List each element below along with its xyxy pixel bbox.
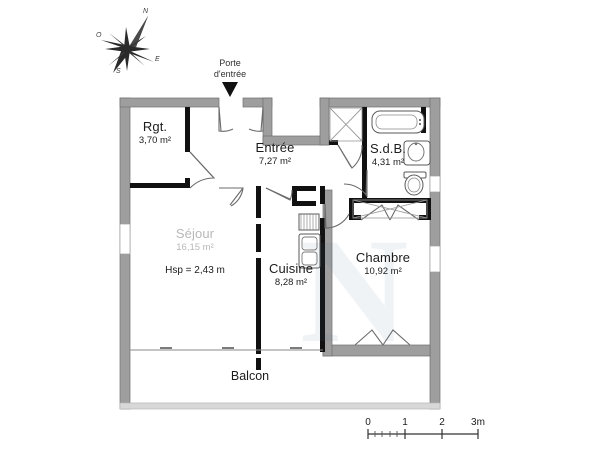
interior-partitions [130, 107, 431, 370]
closet-symbols [329, 107, 428, 219]
structural-walls [119, 97, 441, 410]
kitchen-sink-icon [298, 233, 321, 269]
compass-west-label: O [96, 32, 102, 39]
bathroom-fixtures [371, 110, 431, 196]
balcony-edge [130, 347, 323, 351]
bathtub-icon [371, 110, 425, 134]
compass-east-label: E [155, 56, 160, 63]
entry-door-label-line1: Porte [219, 58, 241, 68]
compass-south-label: S [116, 68, 121, 75]
scale-bar-graphic [367, 429, 479, 439]
entry-door-arrow [222, 82, 238, 97]
compass-north-label: N [143, 8, 149, 15]
scale-tick-0: 0 [365, 417, 371, 428]
window-openings [119, 175, 441, 273]
scale-tick-3: 3m [471, 417, 485, 428]
balcony-label: Balcon [230, 369, 270, 383]
compass-rose-graphic [101, 16, 154, 73]
ceiling-height-note: Hsp = 2,43 m [165, 265, 225, 276]
kitchen-fixtures [298, 213, 321, 269]
toilet-icon [403, 171, 427, 196]
entry-door-annotation: Porte d'entrée [180, 58, 280, 81]
entry-door-label-line2: d'entrée [213, 69, 247, 80]
scale-tick-1: 1 [402, 417, 408, 428]
door-swings [189, 106, 420, 346]
scale-tick-2: 2 [439, 417, 445, 428]
